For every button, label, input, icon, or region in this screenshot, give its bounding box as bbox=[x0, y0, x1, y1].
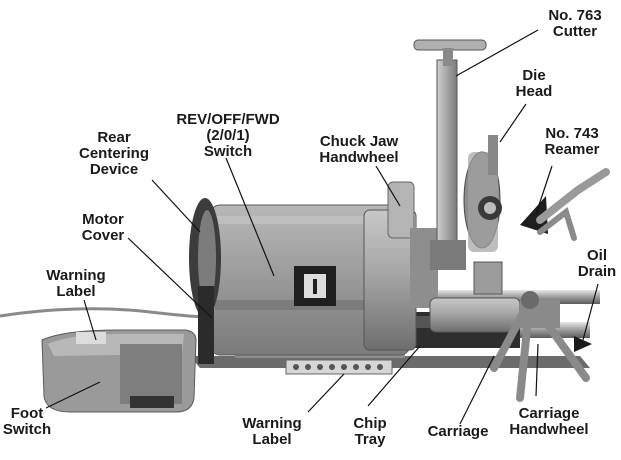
label-rear-centering-device: Rear Centering Device bbox=[78, 129, 149, 178]
label-carriage-handwheel: Carriage Handwheel bbox=[509, 405, 589, 438]
label-chuck-jaw-handwheel: Chuck Jaw Handwheel bbox=[319, 133, 399, 166]
label-die-head: Die Head bbox=[515, 67, 553, 100]
label-foot-switch: Foot Switch bbox=[2, 405, 52, 438]
oil-drain-shape bbox=[574, 336, 592, 352]
reamer-arm bbox=[536, 168, 610, 224]
power-cable bbox=[0, 307, 227, 319]
label-chip-tray: Chip Tray bbox=[353, 415, 387, 448]
carriage-shape bbox=[429, 297, 521, 333]
label-motor-cover: Motor Cover bbox=[81, 211, 125, 244]
label-warning-left: Warning Label bbox=[46, 267, 106, 300]
label-switch: REV/OFF/FWD (2/0/1) Switch bbox=[176, 111, 280, 160]
cutter-arm-shape bbox=[436, 59, 458, 257]
label-cutter: No. 763 Cutter bbox=[548, 7, 602, 40]
label-oil-drain: Oil Drain bbox=[577, 247, 617, 280]
warning-sticker bbox=[285, 359, 393, 375]
motor-cover-shape bbox=[198, 286, 214, 364]
label-reamer: No. 743 Reamer bbox=[544, 125, 600, 158]
leader-lines bbox=[45, 29, 599, 425]
reamer-cone bbox=[520, 196, 548, 234]
label-warning-bottom: Warning Label bbox=[242, 415, 302, 448]
carriage-block bbox=[473, 261, 503, 295]
carriage-handwheel-shape bbox=[490, 296, 590, 402]
label-carriage: Carriage bbox=[427, 423, 489, 440]
